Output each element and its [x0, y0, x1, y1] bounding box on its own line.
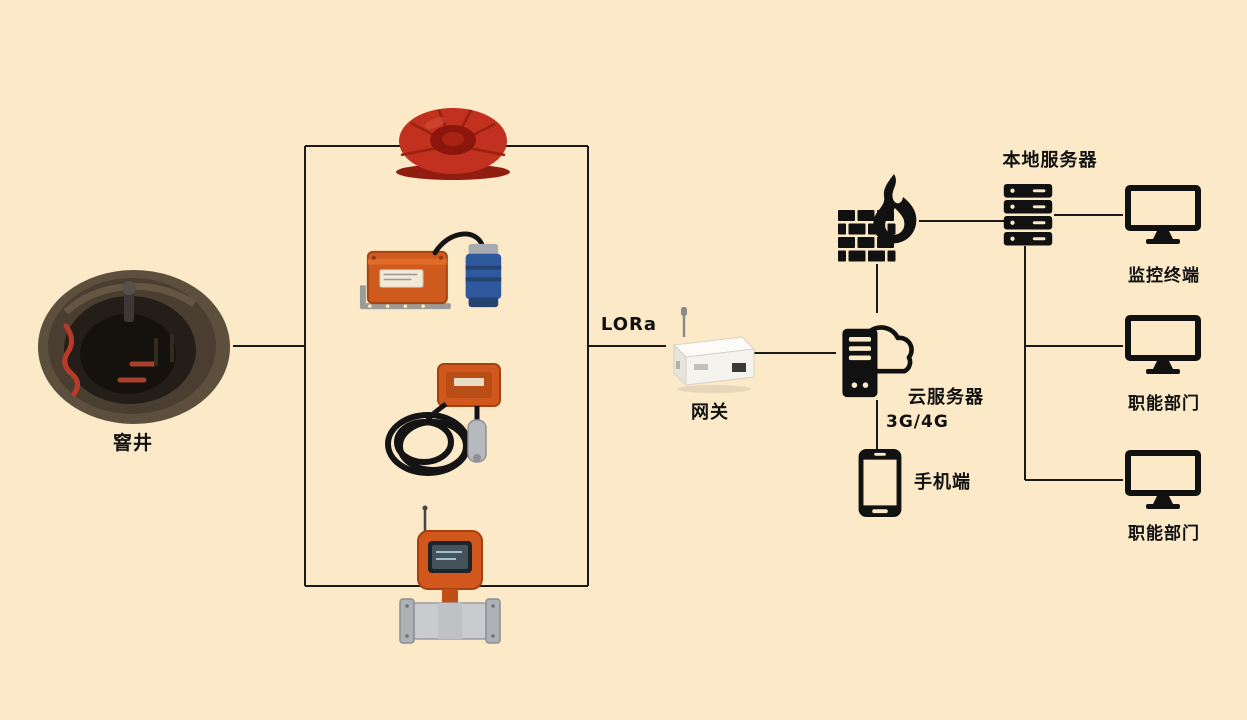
dept-2-label: 职能部门 — [1128, 524, 1200, 544]
lora-gateway-icon — [662, 305, 757, 395]
cellular-link-label: 3G/4G — [886, 412, 949, 432]
lora-link-label: LORa — [600, 314, 658, 335]
local-server-icon — [1003, 184, 1053, 246]
manhole-photo — [36, 268, 232, 426]
mobile-phone-icon — [856, 447, 904, 519]
gateway-label: 网关 — [691, 402, 729, 423]
phone-label: 手机端 — [914, 472, 971, 493]
electromagnetic-flowmeter-icon — [398, 505, 503, 665]
monitor-icon — [1124, 184, 1202, 246]
ultrasonic-level-sensor-icon — [358, 228, 516, 323]
cloud-server-label: 云服务器 — [908, 387, 984, 408]
manhole-label: 窨井 — [112, 432, 153, 454]
local-server-label: 本地服务器 — [1002, 150, 1098, 171]
monitor-icon — [1124, 314, 1202, 376]
dept-1-label: 职能部门 — [1128, 394, 1200, 414]
alarm-siren-icon — [393, 103, 513, 183]
cloud-server-icon — [835, 310, 920, 402]
monitor-icon — [1124, 449, 1202, 511]
firewall-icon — [838, 172, 923, 267]
submersible-level-transmitter-icon — [380, 360, 515, 478]
monitor-terminal-label: 监控终端 — [1128, 266, 1200, 286]
